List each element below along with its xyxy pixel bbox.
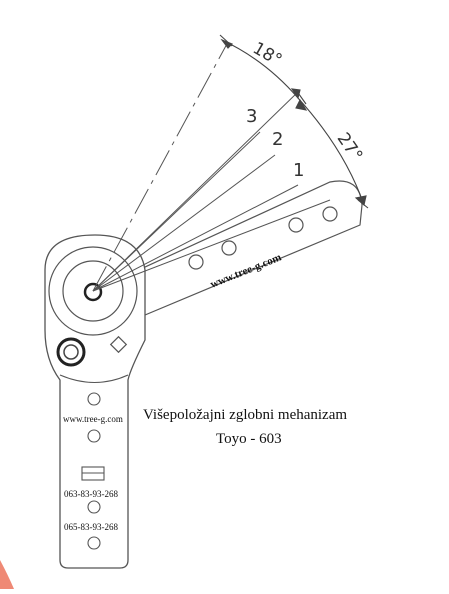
plate-hole-2	[87, 429, 101, 443]
plate-website: www.tree-g.com	[63, 414, 123, 424]
angle-dimensions	[219, 34, 369, 209]
position-lines	[92, 41, 331, 292]
plate-hole-4	[87, 536, 101, 550]
position-1-label: 1	[293, 160, 304, 181]
arm-hole-1	[188, 254, 204, 270]
diamond-marker	[109, 335, 128, 354]
arm-hole-2	[221, 240, 237, 256]
rotating-arm	[93, 180, 363, 316]
phone-number-1: 063-83-93-268	[64, 489, 118, 499]
arm-hole-3	[288, 217, 304, 233]
pivot-disc	[62, 260, 124, 322]
plate-hole-3	[87, 500, 101, 514]
angle-upper-label: 18°	[249, 38, 285, 70]
plate-hole-1	[87, 392, 101, 406]
pivot-outer-ring	[48, 246, 138, 336]
angle-lower-label: 27°	[333, 129, 367, 165]
caption-title: Višepoložajni zglobni mehanizam	[143, 407, 347, 423]
position-2-label: 2	[272, 129, 283, 150]
arm-hole-4	[322, 206, 338, 222]
base-plate	[44, 234, 146, 569]
corner-accent	[0, 560, 14, 589]
phone-number-2: 065-83-93-268	[64, 522, 118, 532]
position-3-label: 3	[246, 106, 257, 127]
caption-model: Toyo - 603	[216, 431, 282, 447]
